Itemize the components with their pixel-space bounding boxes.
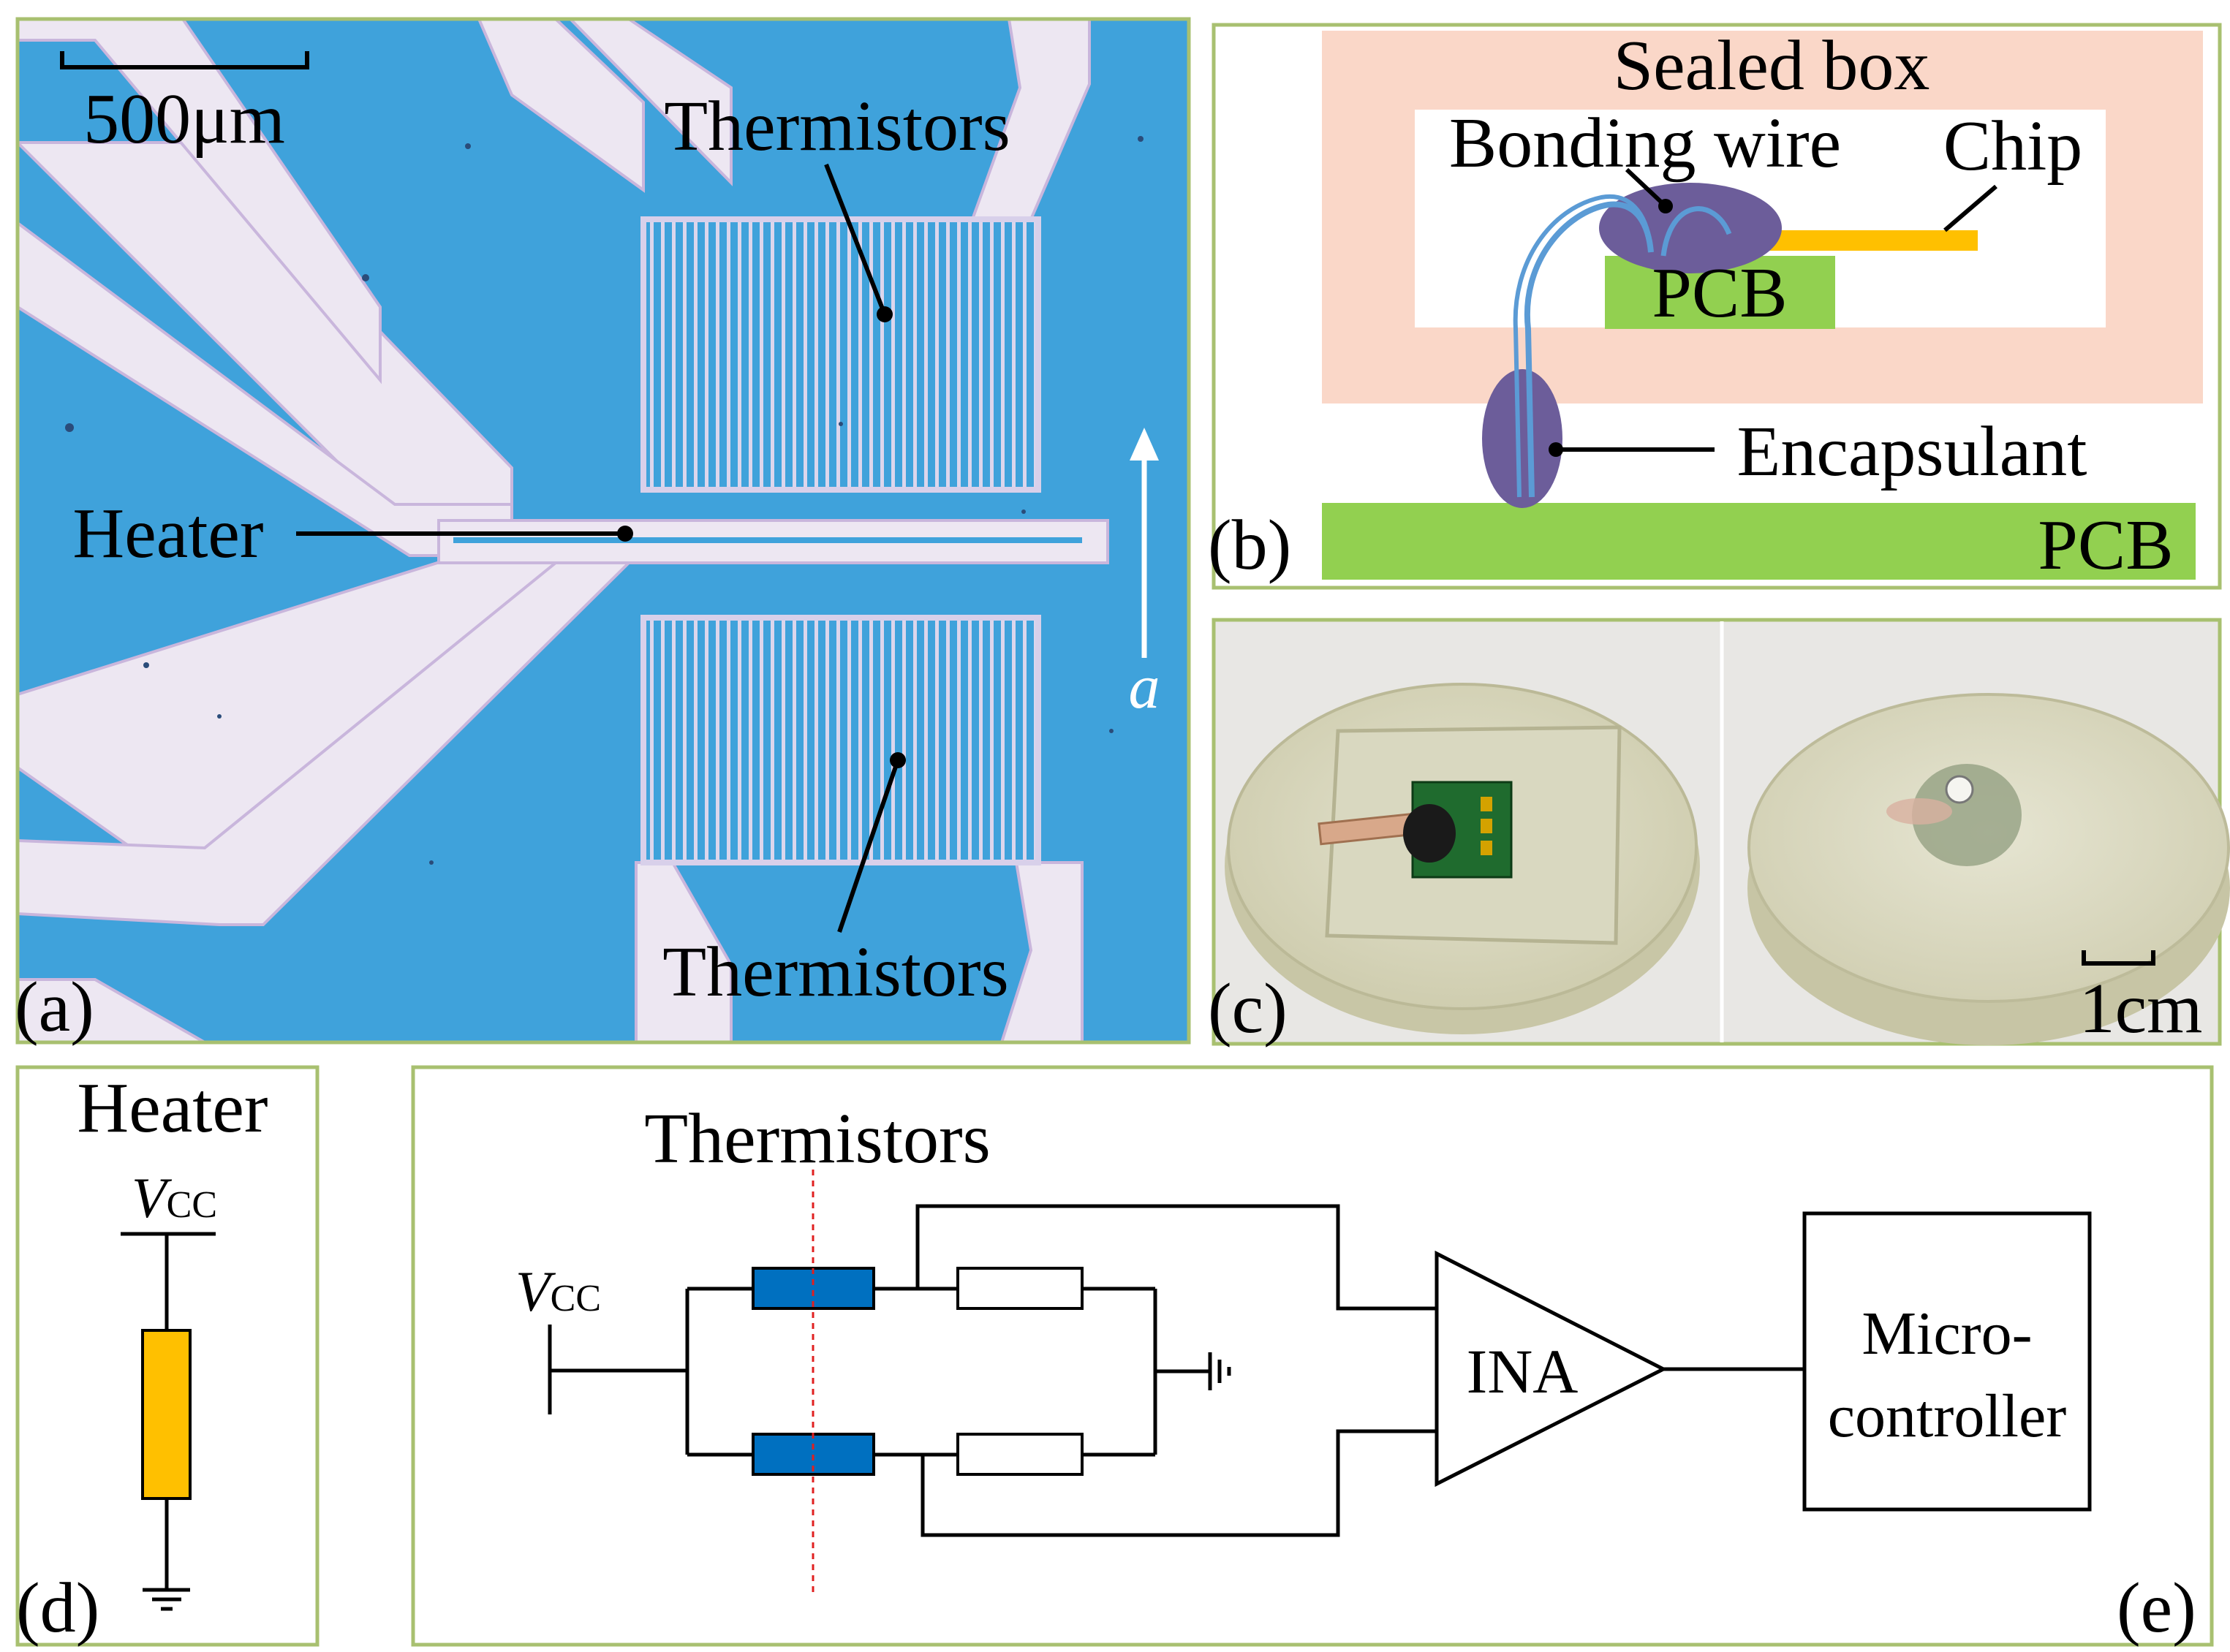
thermistor-comb-top — [640, 216, 1041, 493]
ina-label: INA — [1467, 1336, 1579, 1406]
photo-open-package — [1225, 683, 1700, 1034]
panel-label-e: (e) — [2117, 1569, 2196, 1648]
label-pcb-base: PCB — [2038, 506, 2173, 585]
label-sealed-box: Sealed box — [1614, 26, 1930, 105]
title-heater-d: Heater — [77, 1069, 268, 1148]
photo-sealed-package — [1747, 693, 2230, 1045]
encapsulant — [1482, 369, 1562, 508]
bridge-wiring — [550, 1204, 1804, 1537]
panel-label-b: (b) — [1208, 506, 1291, 585]
micro-label-line1: Micro- — [1862, 1300, 2032, 1368]
scale-bar-a — [60, 51, 309, 69]
panel-label-c: (c) — [1208, 969, 1288, 1048]
label-bonding-wire: Bonding wire — [1449, 104, 1841, 183]
panel-c: 1cm (c) — [1208, 618, 2230, 1048]
resistor-top — [956, 1267, 1084, 1310]
label-chip: Chip — [1943, 107, 2083, 186]
ground-symbol-e — [1208, 1352, 1231, 1390]
micro-label-line2: controller — [1828, 1382, 2067, 1450]
panel-b: Sealed box Bonding wire Chip PCB Encapsu… — [1208, 23, 2222, 590]
vcc-label-d: VCC — [132, 1166, 217, 1229]
vcc-label-e: VCC — [515, 1259, 601, 1323]
panel-d: Heater VCC (d) — [15, 1065, 320, 1648]
leader-thermistors-bottom — [837, 759, 900, 933]
panel-a: 500μm Thermistors Thermistors Heater a (… — [15, 17, 1191, 1047]
scale-bar-c — [2082, 950, 2155, 966]
panel-label-d: (d) — [16, 1569, 99, 1648]
leader-thermistors-top — [824, 163, 887, 316]
panel-label-a: (a) — [15, 968, 94, 1047]
label-heater-a: Heater — [72, 494, 263, 573]
panel-e: Thermistors VCC — [411, 1065, 2214, 1648]
ina-amplifier — [1435, 1250, 1668, 1488]
label-thermistors-e: Thermistors — [644, 1099, 991, 1178]
resistor-bottom — [956, 1433, 1084, 1476]
label-pcb-inner: PCB — [1652, 254, 1787, 333]
label-encapsulant: Encapsulant — [1737, 412, 2087, 491]
microcontroller-box — [1802, 1211, 2092, 1512]
scale-bar-label-c: 1cm — [2079, 969, 2203, 1048]
pcb-base — [1322, 503, 2196, 580]
thermistor-comb-bottom — [640, 615, 1041, 865]
debris-specks — [65, 136, 1144, 865]
ground-symbol-d — [143, 1588, 190, 1611]
wire-encapsulant-blob — [1599, 183, 1782, 273]
scale-bar-label-a: 500μm — [83, 80, 285, 159]
flow-symbol: a — [1129, 651, 1160, 721]
heater-resistor-symbol — [141, 1329, 192, 1500]
label-thermistors-bottom: Thermistors — [662, 933, 1009, 1012]
label-thermistors-top: Thermistors — [664, 87, 1010, 166]
